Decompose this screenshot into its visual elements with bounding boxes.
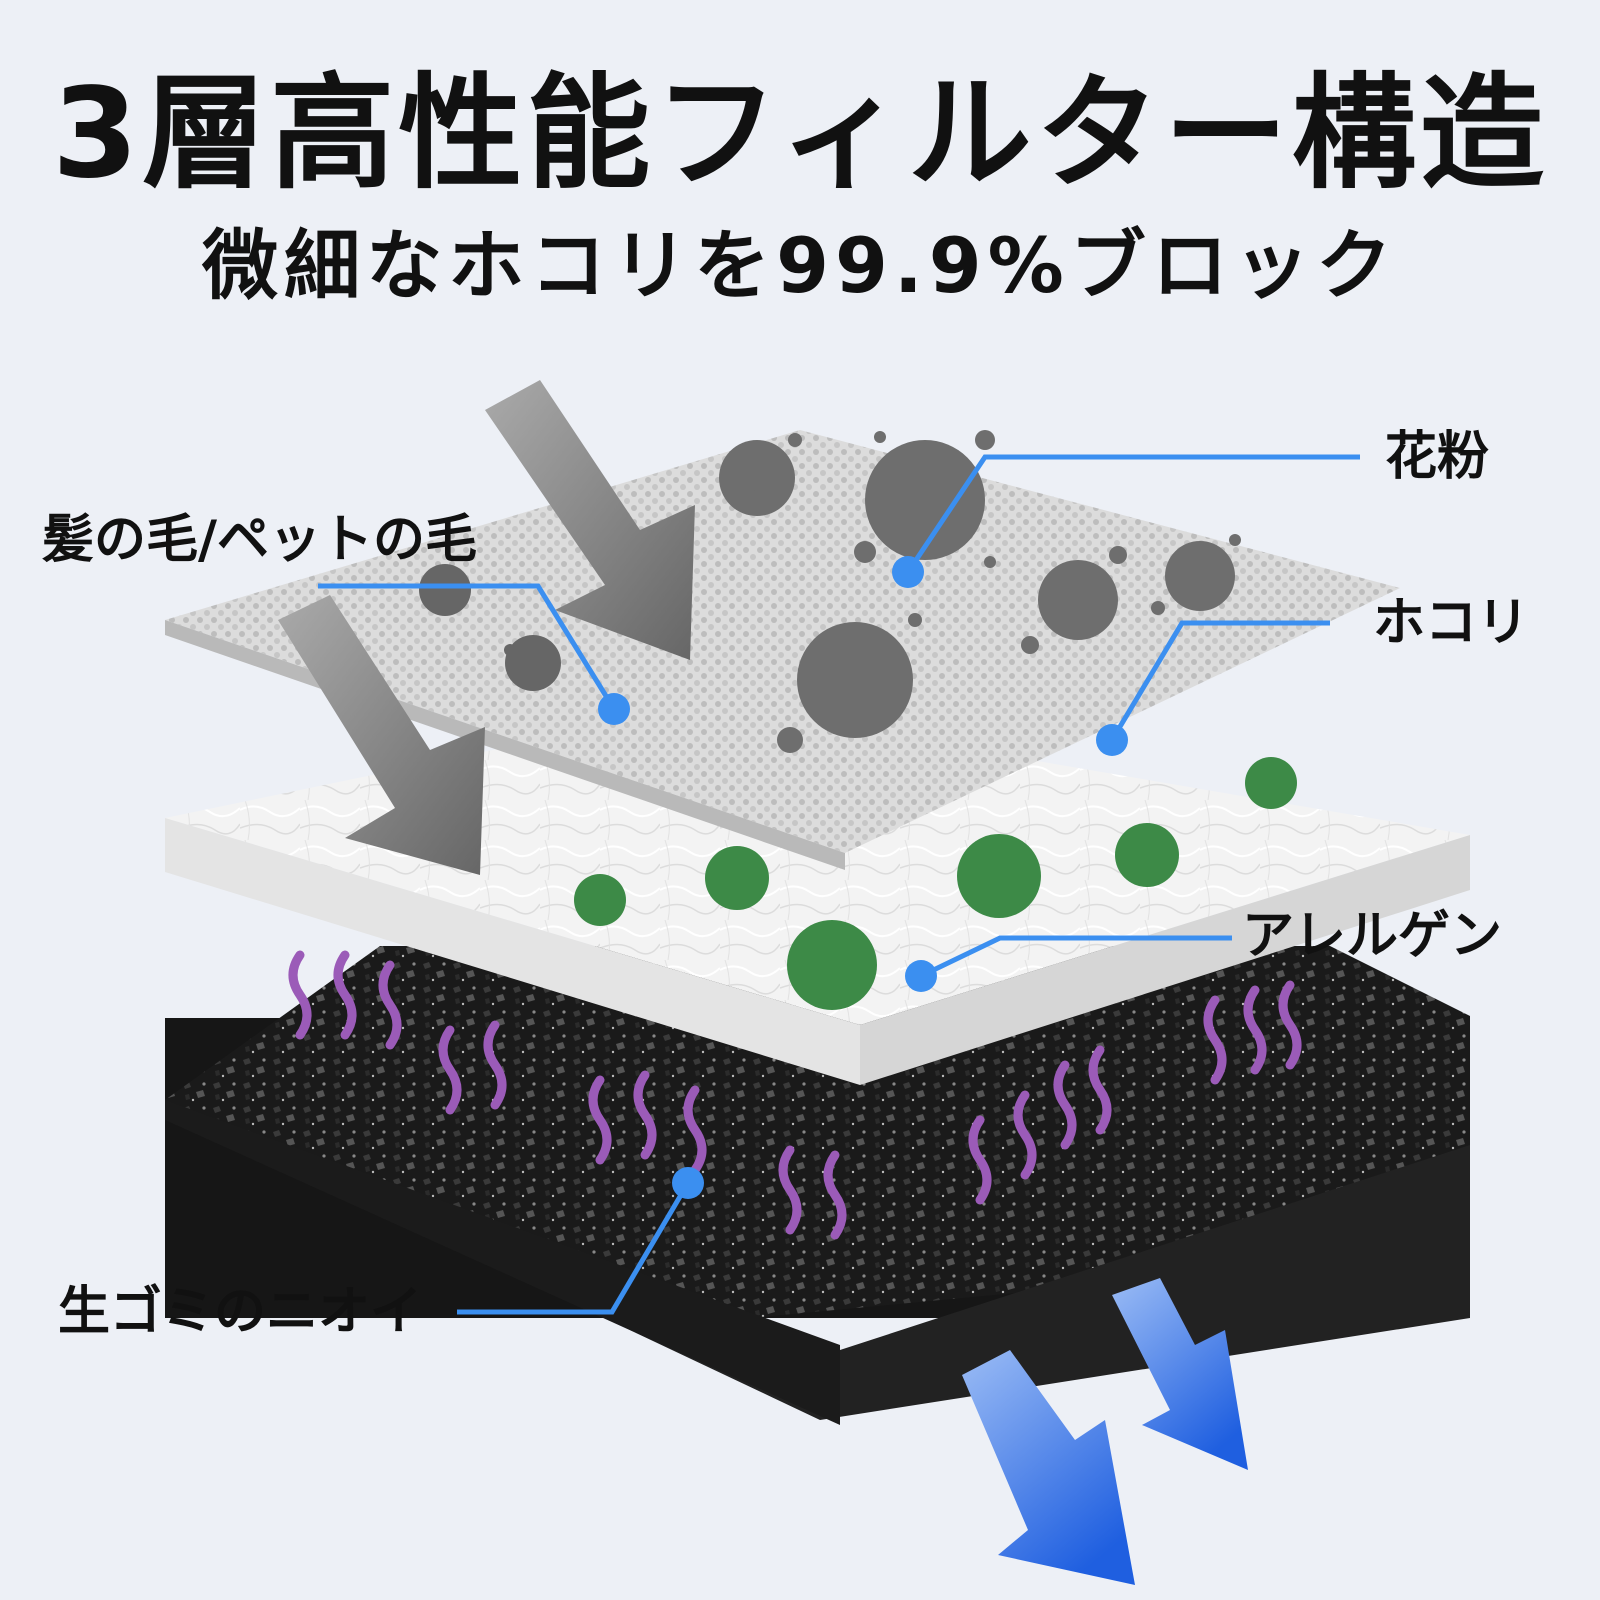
outflow-arrow-1: [962, 1350, 1135, 1585]
label-hair: 髪の毛/ペットの毛: [42, 514, 477, 566]
label-dust: ホコリ: [1373, 597, 1529, 649]
label-pollen: 花粉: [1385, 431, 1489, 483]
label-odor: 生ゴミのニオイ: [58, 1286, 422, 1338]
page-title: 3層高性能フィルター構造: [0, 72, 1600, 196]
label-allergen: アレルゲン: [1242, 910, 1502, 962]
page-subtitle: 微細なホコリを99.9%ブロック: [0, 228, 1600, 304]
